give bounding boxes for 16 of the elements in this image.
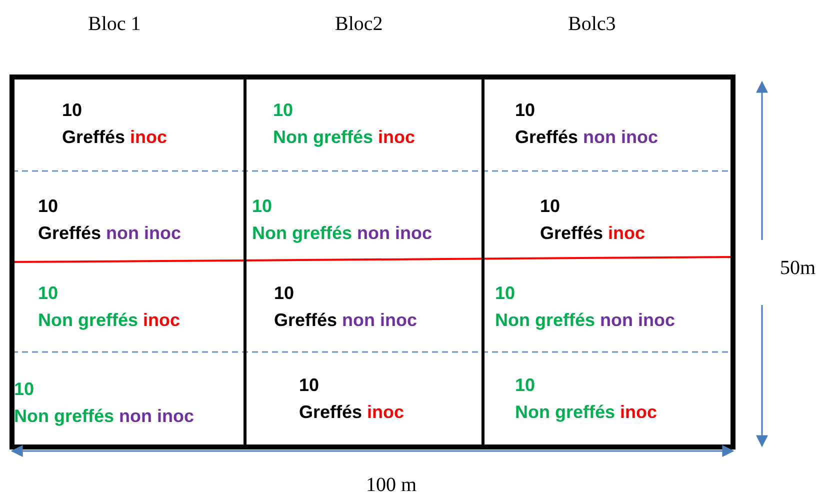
plot-label: 10 Greffés non inoc: [515, 97, 658, 151]
plot-label: 10 Non greffés non inoc: [252, 193, 432, 247]
plot-label: 10 Greffés inoc: [62, 97, 168, 151]
plot-label: 10 Non greffés inoc: [273, 97, 416, 151]
plot-label: 10 Non greffés inoc: [38, 280, 180, 334]
plot-label: 10 Greffés non inoc: [274, 280, 418, 334]
plot-label: 10 Non greffés non inoc: [14, 376, 194, 430]
plot-label: 10 Greffés inoc: [299, 372, 404, 426]
block-heading: Bloc2: [335, 13, 383, 35]
plot-label: 10 Non greffés inoc: [515, 372, 658, 426]
plot-label: 10 Non greffés non inoc: [495, 280, 676, 334]
plot-label: 10 Greffés non inoc: [38, 193, 182, 247]
dimension-label: 50m: [780, 257, 816, 279]
block-heading: Bloc 1: [88, 13, 141, 35]
block-heading: Bolc3: [568, 13, 616, 35]
plot-label: 10 Greffés inoc: [540, 193, 646, 247]
